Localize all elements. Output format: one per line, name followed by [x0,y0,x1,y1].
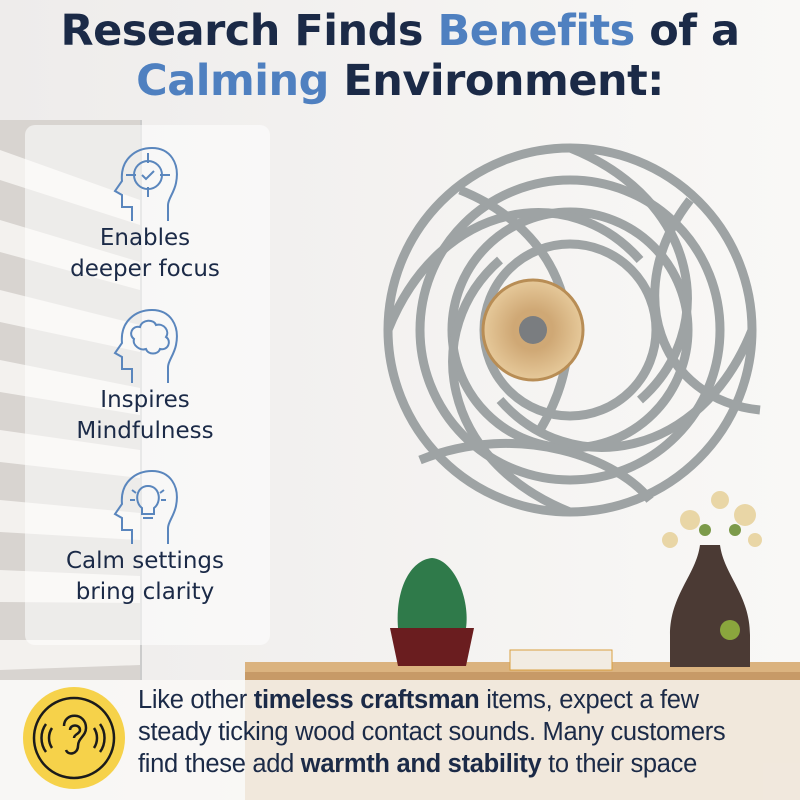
vase-with-flowers [662,491,762,667]
feature-label: deeper focus [70,256,220,282]
green-stone-decor [390,558,474,666]
feature-label: bring clarity [75,579,215,605]
banner-text: items, expect a few [479,686,699,714]
books [509,649,613,671]
feature-label: Calm settings [66,548,224,574]
kinetic-wall-sculpture [383,143,761,517]
headline-highlight: Benefits [437,6,635,56]
feature-label: Inspires [100,387,190,413]
feature-focus: Enables deeper focus [20,145,270,285]
headline: Research Finds Benefits of a Calming Env… [0,6,800,106]
headline-text: Environment: [328,56,664,106]
headline-text: Research Finds [60,6,438,56]
banner-text: steady ticking wood contact sounds. Many… [138,718,726,746]
banner-text: to their space [541,750,698,778]
feature-clarity: Calm settings bring clarity [20,468,270,608]
head-lightbulb-icon [113,469,178,544]
ear-sound-icon [23,687,125,789]
banner-bold-text: timeless craftsman [253,686,480,714]
feature-label: Enables [99,225,191,251]
banner-text: Like other [138,686,254,714]
feature-mindfulness: Inspires Mindfulness [20,307,270,447]
sound-notice-banner [0,680,800,800]
headline-highlight: Calming [136,56,329,106]
banner-bold-text: warmth and stability [300,750,542,778]
head-brain-icon [113,308,178,383]
sound-notice-text: Like other timeless craftsman items, exp… [138,684,726,780]
head-focus-target-icon [113,146,178,221]
headline-text: of a [634,6,740,56]
banner-text: find these add [138,750,301,778]
feature-label: Mindfulness [76,418,214,444]
